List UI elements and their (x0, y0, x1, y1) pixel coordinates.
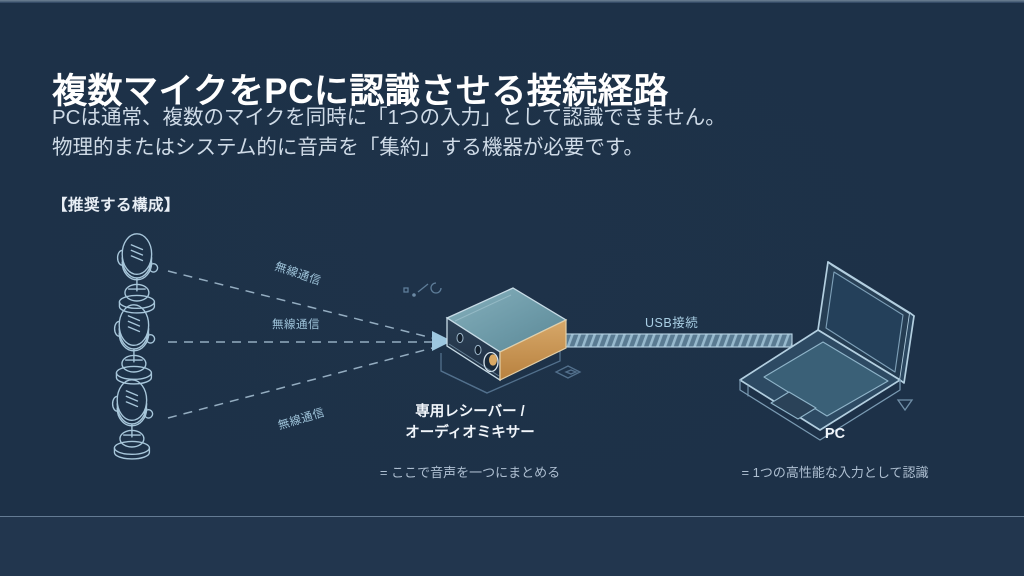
laptop-ground-marker-icon (896, 399, 914, 412)
subtitle-line-2: 物理的またはシステム的に音声を「集約」する機器が必要です。 (52, 136, 644, 159)
wireless-link-1-label: 無線通信 (273, 260, 323, 288)
page-title: 複数マイクをPCに認識させる接続経路 (52, 72, 669, 112)
laptop-pc (739, 261, 915, 441)
audio-mixer-device (445, 287, 568, 382)
section-label: 【推奨する構成】 (52, 197, 181, 214)
mixer-jack-1 (456, 332, 464, 344)
usb-link-label: USB接続 (645, 316, 699, 330)
mixer-caption: 専用レシーバー / オーディオミキサー (350, 402, 590, 444)
laptop-base (739, 329, 901, 431)
laptop-trackpad (770, 391, 817, 420)
subtitle-line-1: PCは通常、複数のマイクを同時に「1つの入力」として認識できません。 (52, 106, 726, 129)
usb-cable (559, 333, 793, 348)
microphone-2 (113, 304, 156, 385)
mixer-note: = ここで音声を一つにまとめる (379, 465, 561, 480)
wireless-links (167, 270, 441, 419)
laptop-lid (817, 261, 911, 381)
microphone-1 (116, 233, 159, 314)
pc-note: = 1つの高性能な入力として認識 (741, 465, 929, 480)
mixer-caption-line-1: 専用レシーバー / (415, 404, 525, 420)
laptop-keyboard (763, 341, 889, 417)
converge-arrow-icon (432, 331, 452, 351)
mixer-jack-2 (474, 344, 482, 356)
bottom-band (0, 517, 1024, 576)
mixer-ground-diamond-icon (554, 365, 582, 379)
mixer-volume-knob (483, 351, 499, 373)
bottom-divider (0, 516, 1024, 517)
decorative-marks (403, 282, 442, 297)
wireless-link-3-label: 無線通信 (276, 406, 327, 433)
wireless-link-2-label: 無線通信 (272, 319, 320, 331)
pc-caption: PC (824, 426, 846, 442)
laptop-screen-inner (825, 271, 904, 373)
mixer-base-outline (440, 343, 561, 394)
page-subtitle: PCは通常、複数のマイクを同時に「1つの入力」として認識できません。 物理的また… (52, 103, 726, 163)
mixer-caption-line-2: オーディオミキサー (405, 425, 535, 441)
top-edge-strip (0, 0, 1024, 3)
microphone-3 (111, 379, 154, 460)
